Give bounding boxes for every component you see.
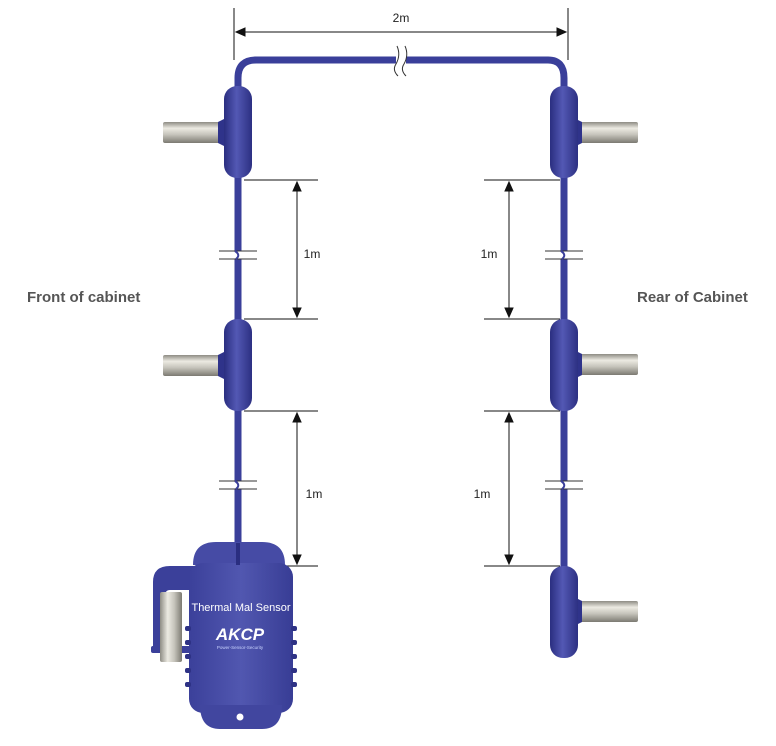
akcp-logo: AKCP [215,625,265,644]
dimension-top [233,8,569,60]
front-probe-1 [163,86,252,178]
cable-break-right-lower [545,480,583,490]
rear-probe-3 [550,566,638,658]
cable-break-left-upper [219,250,257,260]
dimension-left-upper [244,179,318,320]
rear-of-cabinet-label: Rear of Cabinet [637,289,748,306]
left-lower-length-label: 1m [306,487,323,501]
rear-probe-2 [550,319,638,411]
dimension-right-lower [484,410,560,567]
right-lower-length-label: 1m [474,487,491,501]
sensor-cable [219,45,583,655]
left-upper-length-label: 1m [304,247,321,261]
dimension-right-upper [484,179,560,320]
cable-break-top [393,45,408,77]
cable-break-left-lower [219,480,257,490]
akcp-tagline: Power-Sensor-Security [217,645,264,650]
thermal-map-sensor-unit [151,542,297,729]
rear-probe-1 [550,86,638,178]
right-upper-length-label: 1m [481,247,498,261]
front-probe-2 [163,319,252,411]
cable-break-right-upper [545,250,583,260]
top-span-label: 2m [393,11,410,25]
sensor-unit-name: Thermal Mal Sensor [191,602,290,614]
front-of-cabinet-label: Front of cabinet [27,289,141,306]
